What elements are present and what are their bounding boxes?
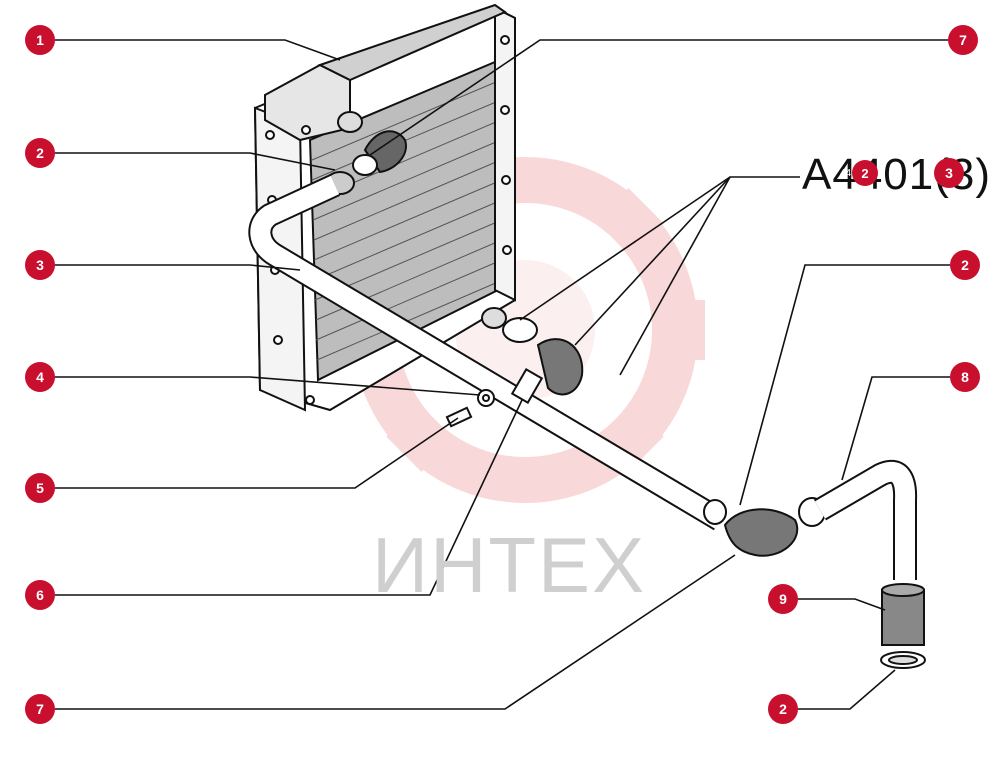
callout-part-8[interactable]: 8 <box>950 362 980 392</box>
coolant-pipe <box>248 174 727 531</box>
sleeve-and-clamp <box>880 583 926 669</box>
callout-part-4[interactable]: 4 <box>25 362 55 392</box>
callout-part-2-right[interactable]: 2 <box>950 250 980 280</box>
riser-pipe <box>813 459 918 580</box>
callout-part-5[interactable]: 5 <box>25 473 55 503</box>
leader-lines <box>55 39 950 710</box>
callout-part-9[interactable]: 9 <box>768 584 798 614</box>
callout-part-2-bottom[interactable]: 2 <box>768 694 798 724</box>
watermark-text: ИНТЕХ <box>372 521 647 609</box>
callout-part-7-top[interactable]: 7 <box>948 25 978 55</box>
callout-part-2[interactable]: 2 <box>25 138 55 168</box>
lower-elbow-hose <box>502 317 584 404</box>
callout-assembly-3[interactable]: 3 <box>934 158 964 188</box>
callout-part-3[interactable]: 3 <box>25 250 55 280</box>
callout-part-6[interactable]: 6 <box>25 580 55 610</box>
callout-part-1[interactable]: 1 <box>25 25 55 55</box>
bottom-elbow-hose <box>703 497 826 557</box>
callout-assembly-dot[interactable]: 2 <box>852 160 878 186</box>
callout-part-7[interactable]: 7 <box>25 694 55 724</box>
